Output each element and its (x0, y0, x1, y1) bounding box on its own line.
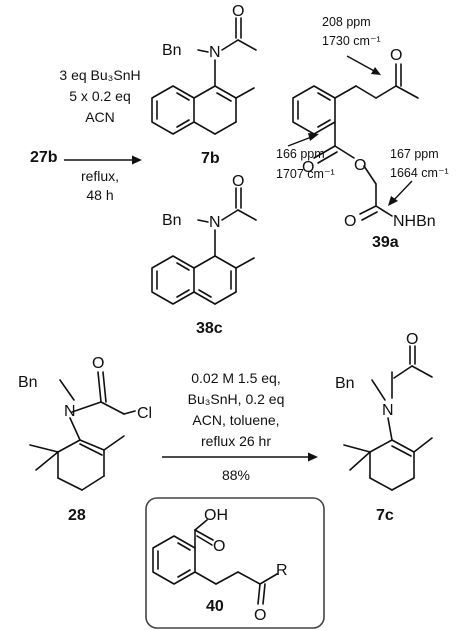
atom-label-n: N (209, 44, 221, 61)
reactant-27b-label: 27b (30, 149, 58, 166)
condition-1-line-2: 5 x 0.2 eq (69, 88, 131, 104)
ester-annotation-arrowhead (308, 133, 319, 141)
atom-label-r: R (276, 562, 288, 579)
compound-38c-structure: Bn N O (151, 173, 257, 305)
atom-label-n: N (209, 214, 221, 231)
atom-label-bn: Bn (18, 374, 38, 391)
atom-label-o: O (232, 3, 244, 20)
structure-40-frame (145, 497, 325, 629)
compound-7c-structure: Bn N O (335, 331, 433, 491)
condition-1-line-3: ACN (85, 109, 115, 125)
ketone-ppm-annotation: 208 ppm (322, 15, 371, 29)
reaction-arrow-1-head (132, 155, 142, 165)
atom-label-oh: OH (204, 507, 228, 524)
spectroscopy-annotations: 208 ppm 1730 cm⁻¹ 166 ppm 1707 cm⁻¹ 167 … (276, 15, 449, 206)
compound-7b-structure: Bn N O (151, 3, 257, 135)
compound-38c-label: 38c (196, 320, 223, 337)
amide-ir-annotation: 1664 cm⁻¹ (390, 166, 449, 180)
compound-7c-label: 7c (376, 507, 394, 524)
compound-39a-structure: O O O O NHBn (292, 47, 436, 230)
atom-label-o: O (354, 157, 366, 174)
compound-7b-label: 7b (201, 150, 220, 167)
ester-ppm-annotation: 166 ppm (276, 147, 325, 161)
condition-1-line-1: 3 eq Bu₃SnH (59, 67, 140, 83)
condition-2-line-1: 0.02 M 1.5 eq, (191, 370, 281, 386)
ester-ir-annotation: 1707 cm⁻¹ (276, 167, 335, 181)
atom-label-o: O (254, 607, 266, 624)
reaction-2: 0.02 M 1.5 eq, Bu₃SnH, 0.2 eq ACN, tolue… (162, 370, 318, 483)
condition-1-line-5: 48 h (86, 187, 113, 203)
atom-label-o: O (390, 47, 402, 64)
atom-label-o: O (406, 331, 418, 348)
atom-label-n: N (64, 403, 76, 420)
compound-39a-label: 39a (372, 234, 399, 251)
ketone-ir-annotation: 1730 cm⁻¹ (322, 34, 381, 48)
amide-annotation-arrow (391, 180, 413, 203)
atom-label-o: O (92, 355, 104, 372)
condition-1-line-4: reflux, (81, 168, 119, 184)
atom-label-bn: Bn (162, 212, 182, 229)
reaction-1: 27b 3 eq Bu₃SnH 5 x 0.2 eq ACN reflux, 4… (30, 67, 142, 203)
atom-label-cl: Cl (137, 405, 152, 422)
atom-label-n: N (382, 402, 394, 419)
condition-2-line-3: ACN, toluene, (192, 412, 279, 428)
atom-label-o: O (302, 159, 314, 176)
condition-2-line-2: Bu₃SnH, 0.2 eq (188, 391, 285, 407)
compound-28-label: 28 (68, 507, 86, 524)
compound-40-label: 40 (206, 598, 224, 615)
atom-label-o: O (344, 213, 356, 230)
boxed-structure-40: OH O R O 40 (145, 497, 325, 629)
compound-28-structure: Bn N O Cl (18, 355, 152, 491)
reaction-2-yield: 88% (222, 467, 250, 483)
ketone-annotation-arrowhead (371, 67, 381, 75)
amide-ppm-annotation: 167 ppm (390, 147, 439, 161)
condition-2-line-4: reflux 26 hr (201, 433, 271, 449)
atom-label-nhbn: NHBn (393, 213, 436, 230)
atom-label-bn: Bn (162, 42, 182, 59)
atom-label-o: O (213, 538, 225, 555)
ketone-annotation-arrow (346, 55, 377, 73)
atom-label-o: O (232, 173, 244, 190)
atom-label-bn: Bn (335, 375, 355, 392)
amide-annotation-arrowhead (388, 196, 398, 206)
reaction-arrow-2-head (308, 452, 318, 462)
